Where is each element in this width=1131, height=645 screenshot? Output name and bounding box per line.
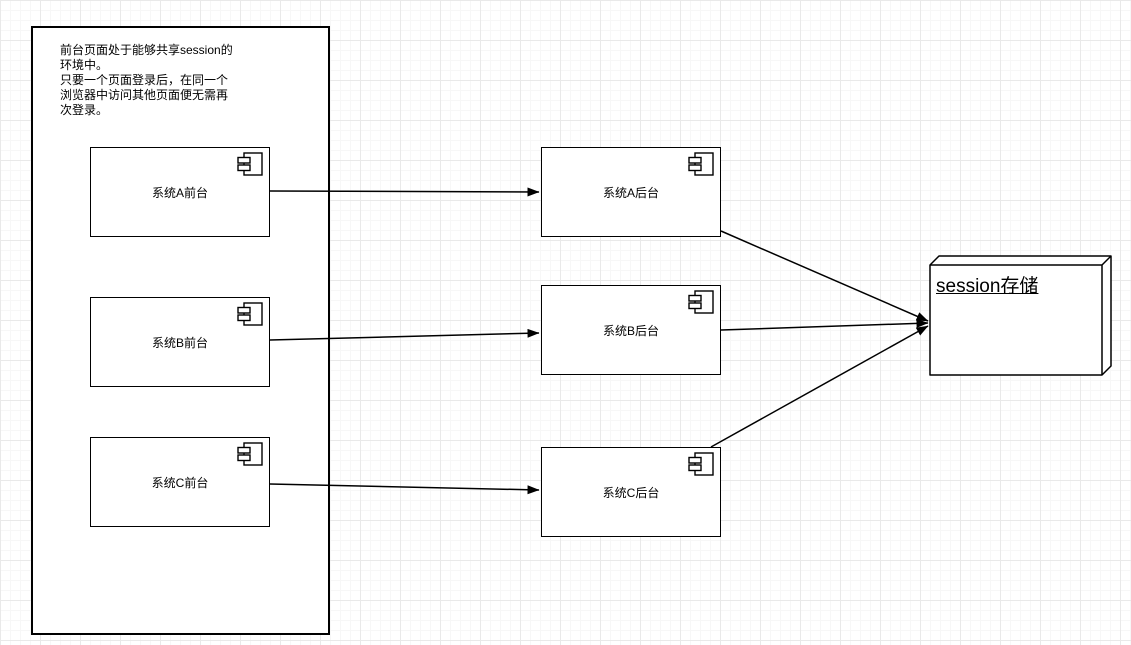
edge-back-b-to-session-storage[interactable] (720, 318, 929, 331)
component-system-c-front[interactable]: 系统C前台 (90, 437, 270, 527)
component-icon (237, 442, 263, 466)
component-label: 系统B后台 (602, 323, 659, 338)
edge-back-c-to-session-storage[interactable] (710, 325, 929, 448)
note-line: 浏览器中访问其他页面便无需再 (60, 88, 229, 102)
component-label: 系统A后台 (602, 185, 659, 200)
note-line: 次登录。 (60, 103, 109, 117)
component-system-a-back[interactable]: 系统A后台 (541, 147, 721, 237)
note-text: 前台页面处于能够共享session的 环境中。 只要一个页面登录后，在同一个 浏… (60, 43, 316, 118)
component-label: 系统C后台 (602, 485, 660, 500)
component-icon (688, 452, 714, 476)
component-system-b-front[interactable]: 系统B前台 (90, 297, 270, 387)
edge-front-b-to-back-b[interactable] (269, 328, 540, 341)
component-icon (688, 152, 714, 176)
note-line: 只要一个页面登录后，在同一个 (60, 73, 229, 87)
note-line: 前台页面处于能够共享session的 (60, 43, 233, 57)
component-icon (237, 302, 263, 326)
session-storage-label: session存储 (936, 276, 1039, 297)
component-label: 系统B前台 (151, 335, 208, 350)
component-label: 系统C前台 (151, 475, 209, 490)
component-icon (688, 290, 714, 314)
edge-front-c-to-back-c[interactable] (269, 483, 540, 495)
component-system-b-back[interactable]: 系统B后台 (541, 285, 721, 375)
component-system-c-back[interactable]: 系统C后台 (541, 447, 721, 537)
note-line: 环境中。 (60, 58, 109, 72)
edge-front-a-to-back-a[interactable] (269, 187, 540, 197)
component-icon (237, 152, 263, 176)
component-system-a-front[interactable]: 系统A前台 (90, 147, 270, 237)
edge-back-a-to-session-storage[interactable] (720, 230, 929, 322)
component-label: 系统A前台 (151, 185, 208, 200)
